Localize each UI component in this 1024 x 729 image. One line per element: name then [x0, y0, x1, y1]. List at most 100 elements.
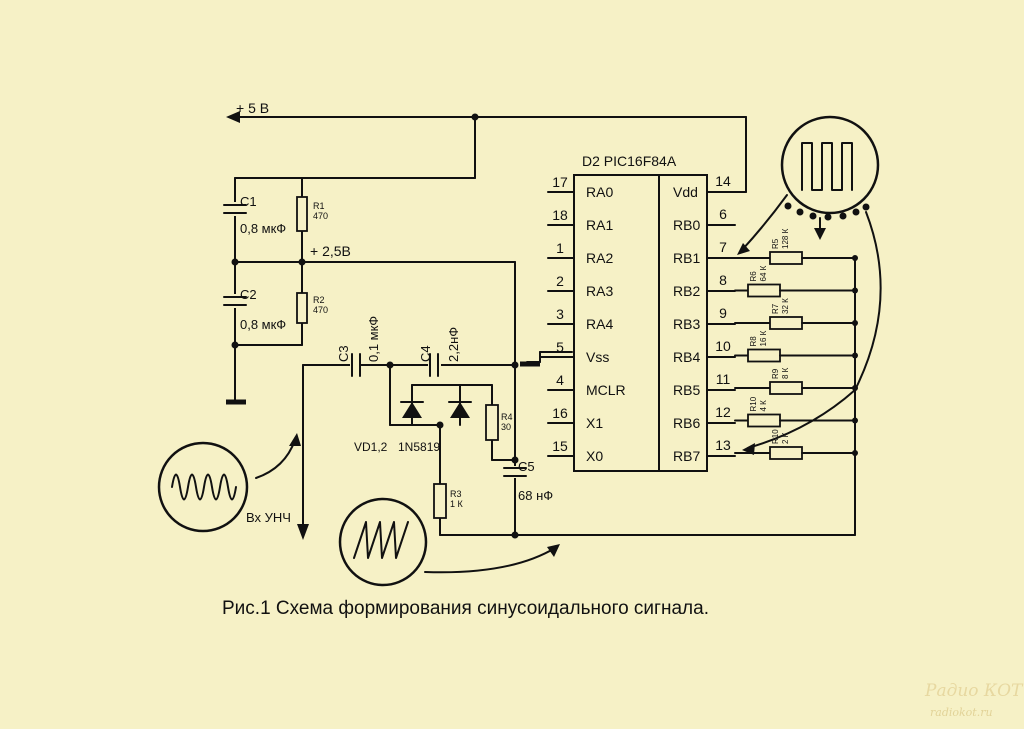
- pin-name-vdd: Vdd: [673, 184, 698, 200]
- pin-name-ra4: RA4: [586, 316, 613, 332]
- chip-name: D2 PIC16F84A: [582, 153, 677, 169]
- figure-caption: Рис.1 Схема формирования синусоидального…: [222, 598, 709, 619]
- supply-2v5-label: + 2,5В: [310, 243, 351, 259]
- ladder-name-7: R10: [771, 429, 780, 444]
- pin-number-x1: 16: [552, 405, 568, 421]
- capacitor-c4: [428, 353, 441, 377]
- c2-value: 0,8 мкФ: [240, 317, 286, 332]
- diode-vd2: [448, 401, 472, 418]
- ladder-junction-2: [852, 287, 858, 294]
- c1-name: C1: [240, 194, 257, 209]
- resistor-r4: [485, 404, 499, 441]
- ladder-value-4: 16 К: [759, 330, 768, 346]
- capacitor-c1: [223, 202, 247, 216]
- capacitor-c3: [350, 353, 361, 377]
- vd-name: VD1,2: [354, 440, 388, 454]
- supply-5v-label: + 5 В: [236, 100, 269, 116]
- ladder-name-5: R9: [771, 368, 780, 379]
- pin-name-mclr: MCLR: [586, 382, 626, 398]
- ladder-resistor-3: [769, 316, 803, 330]
- pin-name-x0: X0: [586, 448, 603, 464]
- pwm-arrowhead-left-icon: [737, 243, 750, 255]
- pin-name-rb1: RB1: [673, 250, 700, 266]
- pin-number-ra2: 1: [556, 240, 564, 256]
- ladder-junction-7: [852, 450, 858, 456]
- pin-number-ra0: 17: [552, 174, 568, 190]
- ladder-value-3: 32 К: [781, 298, 790, 314]
- pin-name-rb2: RB2: [673, 283, 700, 299]
- ladder-resistor-7: [769, 446, 803, 460]
- sine-arrow-icon: [255, 439, 296, 479]
- r4-value: 30: [501, 422, 511, 432]
- r2-name: R2: [313, 295, 325, 305]
- watermark-brand: Радио КОТ: [924, 681, 1024, 701]
- pin-number-rb7: 13: [715, 437, 731, 453]
- pin-number-ra4: 3: [556, 306, 564, 322]
- pin-number-rb5: 11: [716, 371, 731, 387]
- signal-path: [297, 351, 856, 540]
- pin-number-rb6: 12: [715, 404, 731, 420]
- pin-name-rb3: RB3: [673, 316, 700, 332]
- sawtooth-arrowhead-icon: [547, 544, 560, 557]
- r3-name: R3: [450, 489, 462, 499]
- ladder-resistor-4: [747, 348, 781, 363]
- ladder-value-7: 2 К: [781, 432, 790, 444]
- sine-arrowhead-icon: [289, 433, 301, 446]
- pin-number-ra3: 2: [556, 273, 564, 289]
- ladder-name-1: R5: [771, 238, 780, 249]
- ladder-value-2: 64 К: [759, 265, 768, 281]
- capacitor-c2: [223, 294, 247, 308]
- ladder-resistor-2: [747, 283, 781, 298]
- ladder-value-6: 4 К: [759, 400, 768, 412]
- pin-number-vss: 5: [556, 339, 564, 355]
- pin-name-rb0: RB0: [673, 217, 700, 233]
- resistor-r1: [296, 196, 308, 232]
- output-label: Вх УНЧ: [246, 510, 291, 525]
- pwm-arrow-left-icon: [741, 194, 788, 251]
- pin-number-rb1: 7: [719, 239, 727, 255]
- pin-number-vdd: 14: [715, 173, 731, 189]
- square-wave-icon: [780, 115, 880, 221]
- pin-name-vss: Vss: [586, 349, 609, 365]
- ladder-name-2: R6: [749, 271, 758, 282]
- r1-name: R1: [313, 201, 325, 211]
- ladder-junction-3: [852, 320, 858, 326]
- pwm-arrowhead-down-icon: [814, 228, 826, 240]
- c3-value: 0,1 мкФ: [366, 316, 381, 362]
- watermark-url: radiokot.ru: [930, 706, 993, 719]
- ladder-name-4: R8: [749, 336, 758, 347]
- ladder-resistor-1: [769, 251, 803, 265]
- pin-number-x0: 15: [552, 438, 568, 454]
- pin-name-ra2: RA2: [586, 250, 613, 266]
- sine-wave-icon: [157, 441, 249, 533]
- pwm-arrow-right-icon: [747, 211, 882, 449]
- sawtooth-wave-icon: [338, 497, 428, 587]
- ladder-junction-1: [852, 255, 858, 261]
- ladder-junction-4: [852, 352, 858, 359]
- r2-value: 470: [313, 305, 328, 315]
- pin-name-ra3: RA3: [586, 283, 613, 299]
- c3-name: C3: [336, 345, 351, 362]
- pin-name-ra1: RA1: [586, 217, 613, 233]
- ladder-value-1: 128 К: [781, 228, 790, 249]
- pin-name-rb4: RB4: [673, 349, 700, 365]
- pin-number-rb0: 6: [719, 206, 727, 222]
- c4-value: 2,2нФ: [446, 327, 461, 362]
- pin-name-x1: X1: [586, 415, 603, 431]
- c2-name: C2: [240, 287, 257, 302]
- c4-name: C4: [418, 345, 433, 362]
- ladder-value-5: 8 К: [781, 367, 790, 379]
- diode-vd1: [400, 401, 424, 418]
- power-rail-5v: [226, 111, 747, 193]
- pin-number-rb3: 9: [719, 305, 727, 321]
- pin-number-rb4: 10: [715, 338, 731, 354]
- ladder-name-6: R10: [749, 396, 758, 411]
- pin-number-rb2: 8: [719, 272, 727, 288]
- pin-name-rb5: RB5: [673, 382, 700, 398]
- c5-value: 68 нФ: [518, 488, 553, 503]
- pin-name-rb6: RB6: [673, 415, 700, 431]
